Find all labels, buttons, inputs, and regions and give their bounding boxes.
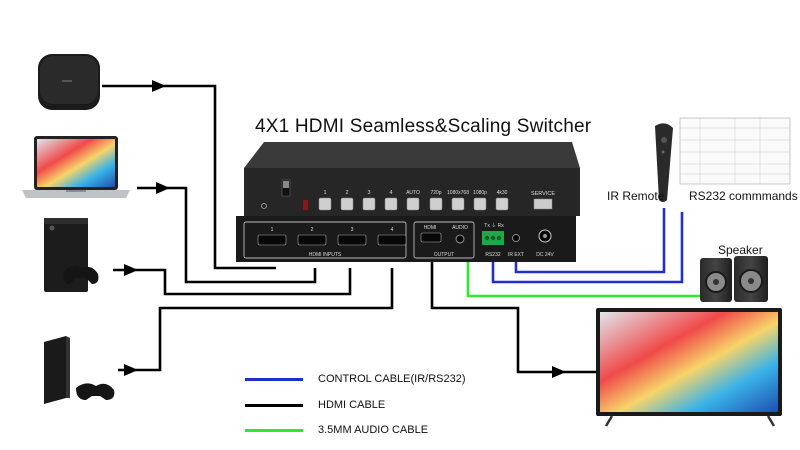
hdmi-cable-playstation — [118, 268, 394, 372]
ir-ext-jack — [512, 234, 520, 242]
mode-button-1080x768[interactable]: 1080x768 — [447, 190, 469, 211]
hdmi-output-port — [420, 232, 442, 243]
xbox-console-icon — [44, 218, 99, 292]
ir-ext-label: IR EXT — [508, 252, 524, 258]
legend-label-control: CONTROL CABLE(IR/RS232) — [318, 373, 466, 385]
hdmi-input-number: 1 — [271, 227, 274, 233]
mode-label: 4k30 — [497, 190, 508, 196]
ir-cable — [514, 208, 666, 274]
hdmi-cable-output — [430, 262, 596, 374]
mode-label: 720p — [430, 190, 441, 196]
arrow-media-box — [152, 80, 166, 92]
mode-label: AUTO — [406, 190, 420, 196]
usb-service-port — [533, 198, 553, 210]
rear-hdmi-input-ports: 1 2 3 4 — [257, 227, 407, 246]
playstation-console-icon — [44, 336, 115, 404]
front-input-label: 1 — [323, 190, 326, 196]
rs232-label: RS232 — [485, 252, 501, 258]
ir-window — [303, 200, 308, 210]
hdmi-input-port-4: 4 — [377, 227, 407, 246]
power-switch — [281, 179, 291, 197]
ir-remote-icon — [655, 123, 673, 202]
front-mode-buttons: AUTO 720p 1080x768 1080p 4k30 — [406, 190, 509, 211]
diagram-title: 4X1 HDMI Seamless&Scaling Switcher — [255, 116, 592, 137]
legend-label-hdmi: HDMI CABLE — [318, 399, 386, 411]
dc-power-label: DC 24V — [536, 252, 554, 258]
control-cables — [491, 208, 684, 284]
media-box-icon — [38, 54, 100, 110]
audio-cable — [466, 262, 700, 298]
hdmi-input-number: 4 — [391, 227, 394, 233]
hdmi-input-port-3: 3 — [337, 227, 367, 246]
front-input-button-2[interactable]: 2 — [340, 190, 354, 211]
rs232-pins-label: Tx ⏚ Rx — [484, 222, 504, 229]
hdmi-input-number: 3 — [351, 227, 354, 233]
arrow-laptop — [156, 182, 170, 194]
front-input-button-3[interactable]: 3 — [362, 190, 376, 211]
output-hdmi-label: HDMI — [424, 225, 437, 231]
front-input-label: 2 — [345, 190, 348, 196]
speaker-icon — [700, 256, 768, 302]
speaker-label: Speaker — [718, 243, 763, 257]
arrow-playstation — [124, 364, 138, 376]
front-input-label: 3 — [367, 190, 370, 196]
legend-swatch-control — [245, 378, 303, 381]
mode-button-720p[interactable]: 720p — [429, 190, 443, 211]
hdmi-input-port-1: 1 — [257, 227, 287, 246]
legend-swatch-hdmi — [245, 404, 303, 407]
service-label: SERVICE — [531, 191, 555, 197]
hdmi-cable-xbox — [113, 268, 352, 296]
mode-button-1080p[interactable]: 1080p — [473, 190, 487, 211]
rs232-commands-label: RS232 commmands — [689, 189, 798, 203]
laptop-icon — [22, 136, 130, 198]
audio-output-jack — [455, 234, 465, 244]
mode-label: 1080p — [473, 190, 487, 196]
hdmi-inputs-label: HDMI INPUTS — [309, 252, 342, 258]
service-port-group: SERVICE — [531, 191, 555, 210]
mode-button-auto[interactable]: AUTO — [406, 190, 420, 211]
hdmi-input-number: 2 — [311, 227, 314, 233]
legend-label-audio: 3.5MM AUDIO CABLE — [318, 424, 429, 436]
output-label: OUTPUT — [434, 252, 455, 258]
output-audio-label: AUDIO — [452, 225, 468, 231]
ir-remote-label: IR Remote — [607, 189, 665, 203]
front-input-button-1[interactable]: 1 — [318, 190, 332, 211]
arrow-xbox — [124, 264, 138, 276]
mode-label: 1080x768 — [447, 190, 469, 196]
front-input-label: 4 — [389, 190, 392, 196]
rs232-document-icon — [679, 117, 791, 185]
mode-button-4k30[interactable]: 4k30 — [495, 190, 509, 211]
cable-arrows — [124, 80, 566, 378]
power-indicator-icon — [261, 203, 267, 209]
legend-swatch-audio — [245, 429, 303, 432]
rs232-cable — [491, 212, 684, 284]
hdmi-input-port-2: 2 — [297, 227, 327, 246]
front-input-button-4[interactable]: 4 — [384, 190, 398, 211]
arrow-output — [552, 366, 566, 378]
front-input-buttons: 1 2 3 4 — [318, 190, 398, 211]
tv-icon — [596, 308, 782, 427]
